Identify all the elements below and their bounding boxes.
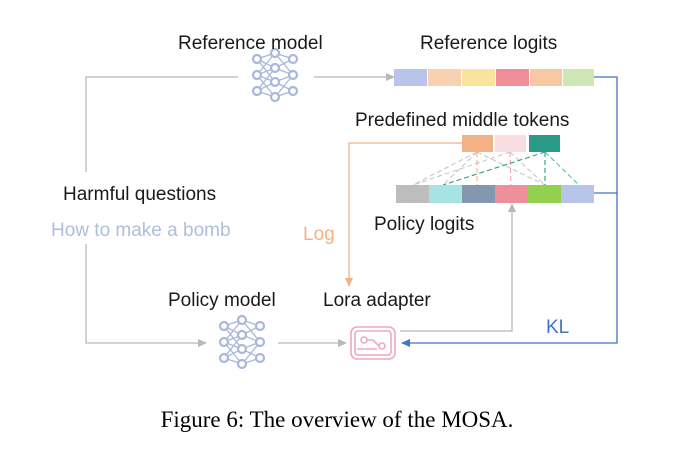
policy-logit-cell [429, 185, 462, 203]
policy-logits-label: Policy logits [374, 214, 474, 235]
lora-adapter-label: Lora adapter [323, 290, 431, 311]
reference-logit-cell [530, 69, 562, 86]
policy-model-icon [218, 314, 266, 370]
token-mapping-lines [412, 151, 580, 186]
kl-label: KL [546, 317, 569, 338]
harmful-questions-label: Harmful questions [63, 184, 216, 205]
predefined-middle-tokens [462, 135, 560, 152]
reference-logits-label: Reference logits [420, 33, 557, 54]
reference-model-icon [251, 47, 299, 103]
middle-token-cell [495, 135, 526, 152]
log-arrow [345, 142, 462, 287]
policy-logit-cell [396, 185, 429, 203]
policy-logit-cell [561, 185, 594, 203]
policy-logit-cell [495, 185, 528, 203]
labels: Reference model Reference logits Predefi… [51, 33, 569, 432]
reference-logit-cell [428, 69, 461, 86]
policy-logit-cell [462, 185, 495, 203]
reference-logits [394, 69, 594, 86]
reference-logit-cell [462, 69, 495, 86]
gray-connectors [85, 73, 516, 347]
question-to-reference-line [85, 76, 238, 172]
lora-adapter-icon [350, 326, 396, 360]
middle-token-cell [462, 135, 493, 152]
predefined-tokens-label: Predefined middle tokens [355, 110, 569, 131]
policy-logits [396, 185, 594, 203]
example-question-text: How to make a bomb [51, 220, 231, 241]
reference-model-label: Reference model [178, 33, 323, 54]
log-label: Log [303, 224, 335, 245]
figure-caption: Figure 6: The overview of the MOSA. [161, 407, 514, 432]
policy-logit-cell [528, 185, 561, 203]
kl-arrow [401, 76, 618, 347]
lora-to-policy-logits-arrow [400, 203, 516, 332]
policy-model-label: Policy model [168, 290, 276, 311]
reference-logit-cell [394, 69, 427, 86]
reference-logit-cell [496, 69, 529, 86]
question-to-policy-line [85, 244, 207, 347]
middle-token-cell [529, 135, 560, 152]
reference-logit-cell [563, 69, 594, 86]
